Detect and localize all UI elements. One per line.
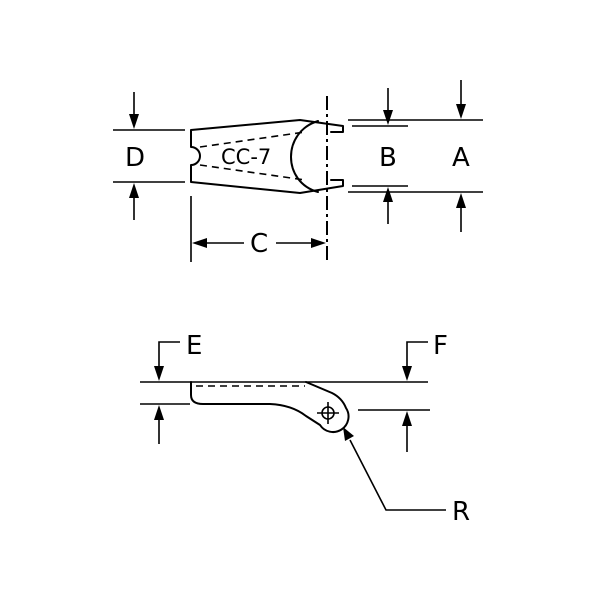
dim-f-arrowhead-bottom: [402, 411, 412, 426]
hidden-line-upper: [199, 131, 306, 148]
dim-a-arrowhead-top: [456, 104, 466, 119]
label-r: R: [452, 497, 470, 527]
dim-e-arrowhead-bottom: [154, 405, 164, 420]
dim-e-leader: [158, 341, 180, 366]
dim-r-leader: [349, 439, 446, 511]
dim-b-arrowhead-bottom: [383, 187, 393, 202]
part-code: CC-7: [221, 145, 271, 169]
label-f: F: [433, 331, 448, 361]
dim-c-arrowhead-left: [192, 238, 207, 248]
dim-f-arrowhead-top: [402, 366, 412, 381]
label-b: B: [379, 143, 397, 173]
side-view: E F R: [140, 331, 470, 527]
pin-curve: [290, 120, 319, 193]
label-e: E: [186, 331, 202, 361]
dim-c-arrowhead-right: [311, 238, 326, 248]
dim-d-arrowhead-bottom: [129, 183, 139, 198]
dim-f-leader: [406, 341, 428, 366]
dim-r-arrowhead: [343, 427, 354, 441]
label-d: D: [125, 143, 145, 173]
dim-a-arrowhead-bottom: [456, 193, 466, 208]
dim-e-arrowhead-top: [154, 366, 164, 381]
side-view-outline: [190, 381, 350, 434]
hidden-line-lower: [199, 164, 306, 181]
dim-b-arrowhead-top: [383, 110, 393, 125]
label-c: C: [250, 229, 268, 259]
top-view: D CC-7 B A C: [113, 80, 483, 262]
top-view-outline: [190, 119, 344, 194]
dim-d-arrowhead-top: [129, 114, 139, 129]
label-a: A: [452, 143, 470, 173]
